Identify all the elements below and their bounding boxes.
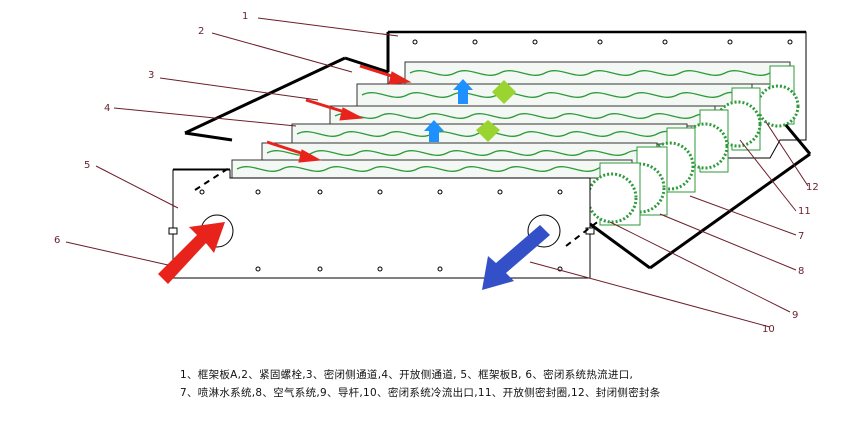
blue-up-arrow-2 — [424, 120, 444, 142]
callout-5: 5 — [84, 160, 90, 171]
callout-11: 11 — [798, 206, 811, 217]
plate-5 — [261, 142, 668, 216]
callout-3: 3 — [148, 70, 154, 81]
air-flow-arrows — [424, 79, 473, 142]
blue-up-arrow-1 — [453, 79, 473, 104]
callout-10: 10 — [762, 324, 775, 335]
callout-12: 12 — [806, 182, 819, 193]
red-arrow-1 — [359, 64, 412, 85]
callout-6: 6 — [54, 235, 60, 246]
green-diamond-1 — [492, 80, 516, 104]
red-arrow-2 — [305, 98, 364, 121]
legend-line-1: 1、框架板A,2、紧固螺栓,3、密闭侧通道,4、开放侧通道, 5、框架板B, 6… — [180, 369, 634, 381]
plate-6 — [231, 159, 641, 226]
callout-9: 9 — [792, 310, 798, 321]
callout-7: 7 — [798, 231, 804, 242]
leader-lines — [65, 17, 809, 328]
cold-outlet-arrow — [482, 225, 550, 290]
green-diamond-2 — [476, 120, 500, 142]
plate-3 — [329, 105, 729, 173]
hot-flow-arrows — [266, 64, 412, 163]
callout-2: 2 — [198, 26, 204, 37]
guide-rods — [194, 165, 601, 247]
hot-inlet-arrow — [158, 222, 225, 284]
plate-1 — [404, 61, 800, 128]
callout-numbers: 1 2 3 4 5 6 7 8 9 10 11 12 — [54, 11, 819, 335]
legend-line-2: 7、喷淋水系统,8、空气系统,9、导杆,10、密闭系统冷流出口,11、开放侧密封… — [180, 387, 661, 399]
callout-4: 4 — [104, 103, 110, 114]
spray-water-arrows — [476, 80, 516, 142]
callout-1: 1 — [242, 11, 248, 22]
red-arrow-3 — [266, 140, 322, 163]
callout-8: 8 — [798, 266, 804, 277]
